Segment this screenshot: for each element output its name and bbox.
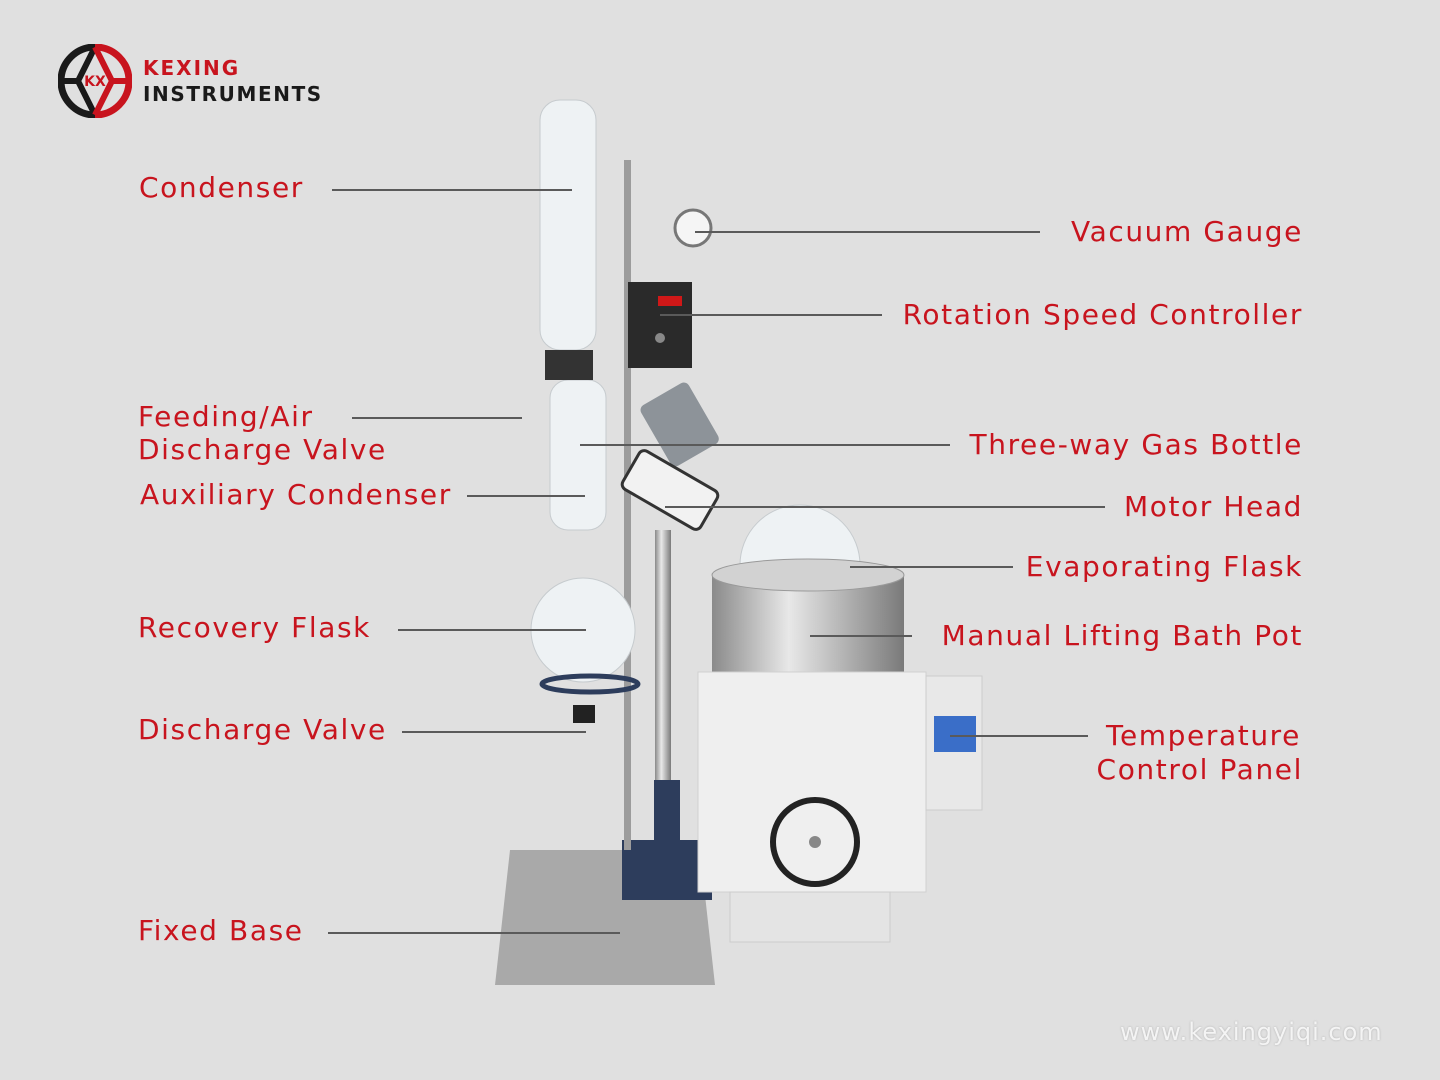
leader-gas-bottle xyxy=(580,444,950,446)
label-fixed-base: Fixed Base xyxy=(138,914,304,947)
label-speed-controller: Rotation Speed Controller xyxy=(902,298,1303,331)
speed-controller-box xyxy=(628,282,692,368)
label-condenser: Condenser xyxy=(139,171,304,204)
svg-text:KX: KX xyxy=(84,74,106,90)
label-temp-panel-2: Control Panel xyxy=(1096,753,1303,786)
leader-fixed-base xyxy=(328,932,620,934)
leader-aux-condenser xyxy=(467,495,585,497)
leader-feeding-valve xyxy=(352,417,522,419)
brand-name: KEXING xyxy=(143,56,241,80)
label-gas-bottle: Three-way Gas Bottle xyxy=(969,428,1303,461)
temperature-display xyxy=(934,716,976,752)
leader-temp-panel xyxy=(950,735,1088,737)
leader-speed-controller xyxy=(660,314,882,316)
leader-bath-pot xyxy=(810,635,912,637)
label-discharge-valve: Discharge Valve xyxy=(138,713,387,746)
label-motor-head: Motor Head xyxy=(1123,490,1303,523)
leader-recovery-flask xyxy=(398,629,586,631)
label-bath-pot: Manual Lifting Bath Pot xyxy=(941,619,1303,652)
label-feeding-valve-1: Feeding/Air xyxy=(138,400,314,433)
label-recovery-flask: Recovery Flask xyxy=(138,611,371,644)
aux-condenser-glass xyxy=(549,379,607,531)
label-vacuum-gauge: Vacuum Gauge xyxy=(1070,215,1303,248)
leader-evap-flask xyxy=(850,566,1013,568)
leader-condenser xyxy=(332,189,572,191)
label-aux-condenser: Auxiliary Condenser xyxy=(140,478,452,511)
label-temp-panel-1: Temperature xyxy=(1106,719,1301,752)
watermark-url: www.kexingyiqi.com xyxy=(1120,1018,1383,1046)
vacuum-gauge xyxy=(673,208,713,248)
motor-head xyxy=(620,449,720,531)
label-feeding-valve-2: Discharge Valve xyxy=(138,433,387,466)
brand-subtitle: INSTRUMENTS xyxy=(143,82,323,106)
leader-discharge-valve xyxy=(402,731,586,733)
label-evap-flask: Evaporating Flask xyxy=(1025,550,1303,583)
leader-vacuum-gauge xyxy=(695,231,1040,233)
support-rod xyxy=(624,160,631,850)
condenser-glass xyxy=(539,99,597,351)
lift-rod xyxy=(655,530,671,850)
lift-handwheel xyxy=(770,797,860,887)
leader-motor-head xyxy=(665,506,1105,508)
bath-pot xyxy=(712,575,904,684)
kexing-logo: KX xyxy=(58,44,132,118)
bath-housing xyxy=(697,671,927,893)
